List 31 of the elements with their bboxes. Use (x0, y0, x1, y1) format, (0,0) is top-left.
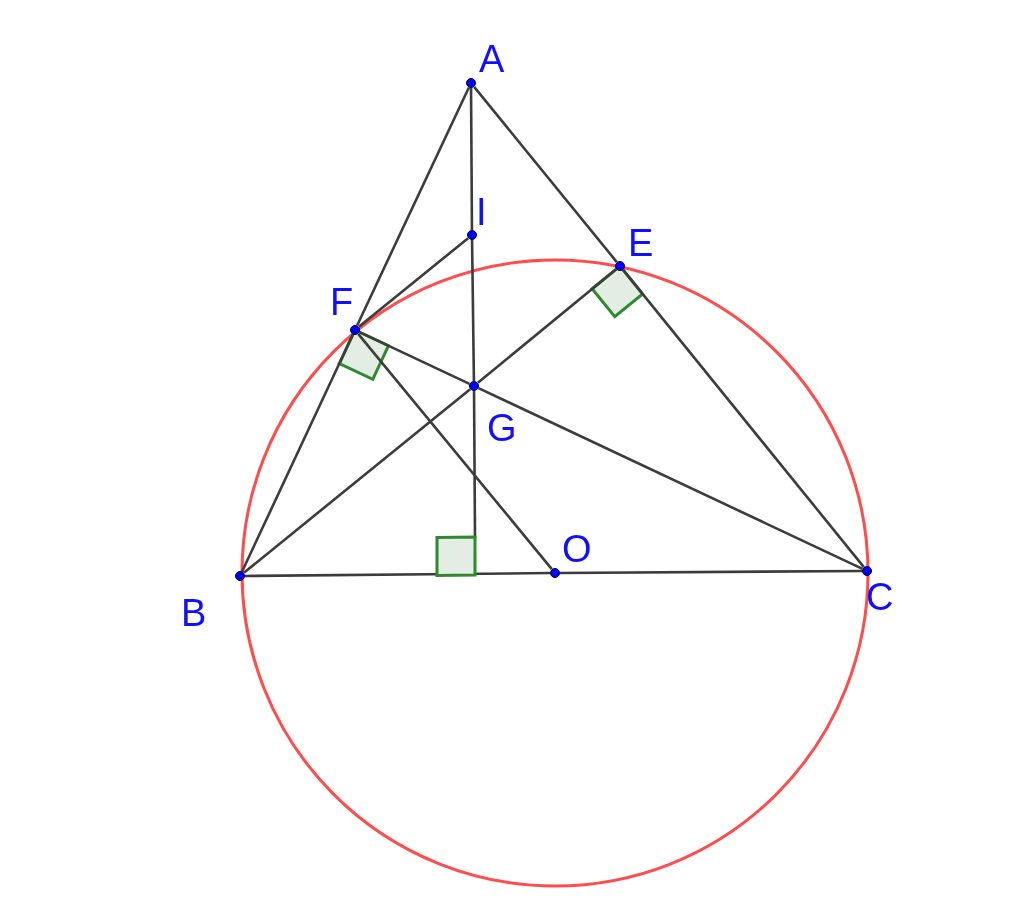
point-dot (350, 325, 360, 335)
line-segment (560, 569, 862, 575)
line-segment (472, 391, 477, 538)
line-segment (358, 330, 471, 386)
line-segment (355, 86, 471, 327)
line-segment (243, 388, 471, 574)
right-angle-mark (435, 535, 477, 578)
point-label: O (562, 530, 592, 568)
point-dot (235, 571, 245, 581)
point-dot (466, 78, 476, 88)
line-segment (477, 386, 864, 571)
line-segment (358, 237, 469, 328)
point-label: B (181, 594, 207, 632)
point-label: F (330, 283, 354, 321)
line-segment (240, 333, 355, 573)
point-label: C (866, 578, 894, 616)
point-dot (467, 230, 477, 240)
line-segment (357, 333, 553, 570)
point-label: G (487, 409, 517, 447)
point-label: E (628, 224, 654, 262)
point-dot (550, 568, 560, 578)
point-label: I (476, 193, 487, 231)
point-label: A (479, 40, 505, 78)
line-segment (477, 268, 617, 384)
line-segment (622, 269, 865, 568)
line-segment (469, 88, 474, 230)
point-dot (469, 381, 479, 391)
line-segment (470, 240, 476, 381)
point-dot (615, 261, 625, 271)
line-segment (473, 86, 618, 263)
point-dot (862, 566, 872, 576)
